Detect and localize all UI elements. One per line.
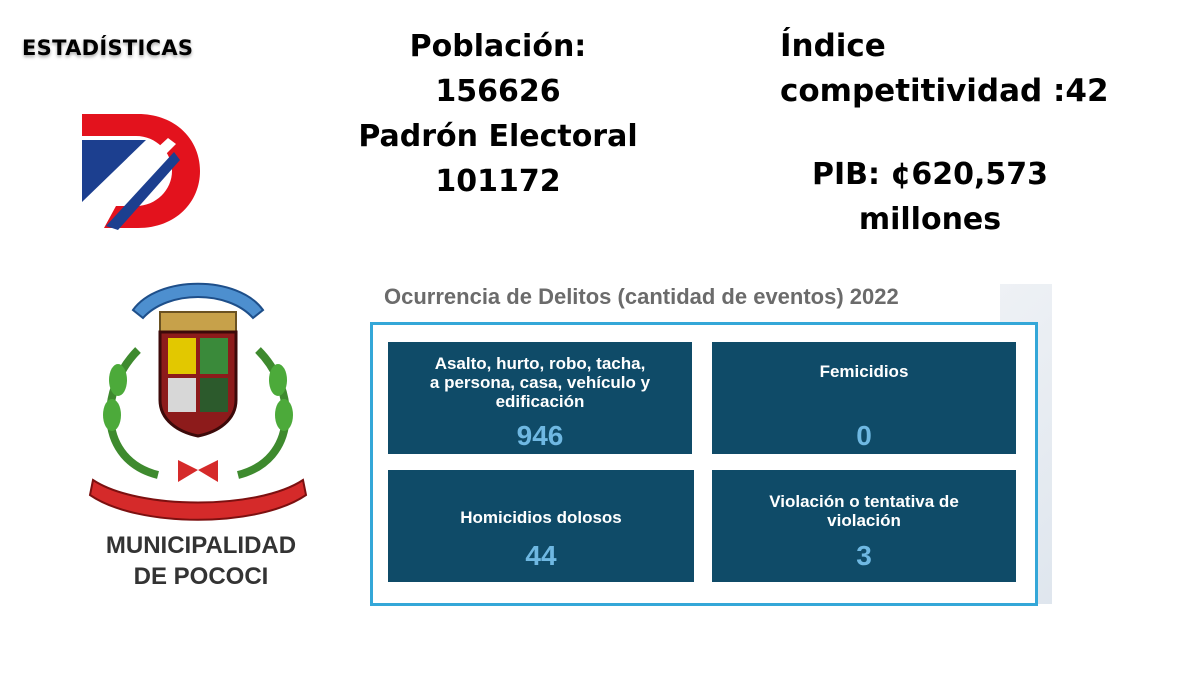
poblacion-label: Población: bbox=[409, 29, 587, 64]
crime-card-label: Violación o tentativa de violación bbox=[769, 492, 959, 531]
municipality-line2: DE POCOCI bbox=[133, 563, 269, 591]
municipality-line1: MUNICIPALIDAD bbox=[105, 532, 297, 559]
crime-card-value: 3 bbox=[856, 540, 872, 571]
indice-block: Índice competitividad :42 bbox=[780, 24, 1180, 114]
poblacion-value: 156626 bbox=[435, 74, 561, 109]
padron-label: Padrón Electoral bbox=[358, 119, 638, 154]
population-block: Población: 156626 Padrón Electoral 10117… bbox=[348, 24, 648, 204]
coat-of-arms-icon bbox=[88, 282, 308, 521]
page-heading: ESTADÍSTICAS bbox=[22, 36, 194, 60]
crime-card-asalto: Asalto, hurto, robo, tacha, a persona, c… bbox=[388, 342, 692, 454]
crime-card-homicidios: Homicidios dolosos 44 bbox=[388, 470, 694, 582]
crime-card-femicidios: Femicidios 0 bbox=[712, 342, 1016, 454]
crime-card-label: Femicidios bbox=[819, 362, 909, 381]
crime-card-violacion: Violación o tentativa de violación 3 bbox=[712, 470, 1016, 582]
pib-line2: millones bbox=[858, 202, 1002, 237]
crime-card-label: Homicidios dolosos bbox=[460, 508, 622, 527]
crimes-title: Ocurrencia de Delitos (cantidad de event… bbox=[384, 284, 899, 309]
d-logo-icon bbox=[82, 114, 200, 230]
pib-block: PIB: ¢620,573 millones bbox=[800, 152, 1060, 242]
indice-line2: competitividad :42 bbox=[780, 72, 1109, 109]
crime-card-label: Asalto, hurto, robo, tacha, a persona, c… bbox=[429, 354, 651, 412]
crime-card-value: 0 bbox=[856, 420, 872, 451]
padron-value: 101172 bbox=[435, 164, 561, 199]
crime-card-value: 44 bbox=[525, 540, 557, 571]
crime-card-value: 946 bbox=[516, 420, 564, 451]
indice-line1: Índice bbox=[780, 28, 886, 64]
municipality-name: MUNICIPALIDAD DE POCOCI bbox=[96, 530, 306, 592]
pib-line1: PIB: ¢620,573 bbox=[812, 157, 1048, 192]
